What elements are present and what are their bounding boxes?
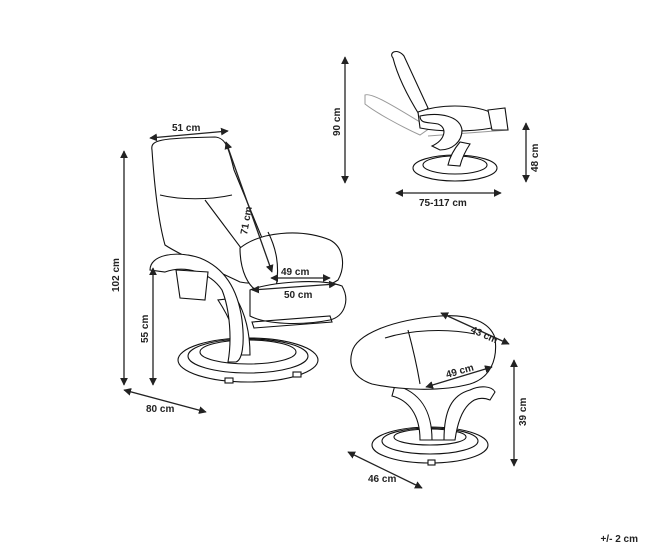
label-back-height: 71 cm bbox=[239, 206, 255, 236]
label-depth: 80 cm bbox=[146, 404, 174, 415]
tolerance-note: +/- 2 cm bbox=[600, 534, 638, 545]
recline-side-view bbox=[364, 50, 509, 182]
label-recline-length: 75-117 cm bbox=[419, 198, 467, 209]
label-seat-width: 50 cm bbox=[284, 290, 312, 301]
recliner-chair-drawing bbox=[149, 136, 347, 384]
ottoman-drawing bbox=[350, 315, 497, 466]
label-total-height: 102 cm bbox=[111, 258, 122, 292]
label-seat-depth: 49 cm bbox=[281, 267, 309, 278]
label-ottoman-height: 39 cm bbox=[518, 398, 529, 426]
label-chair-width: 51 cm bbox=[172, 123, 200, 134]
label-recline-height: 90 cm bbox=[332, 108, 343, 136]
label-seat-height: 55 cm bbox=[140, 315, 151, 343]
label-ottoman-depth: 46 cm bbox=[368, 474, 396, 485]
label-recline-side: 48 cm bbox=[530, 144, 541, 172]
